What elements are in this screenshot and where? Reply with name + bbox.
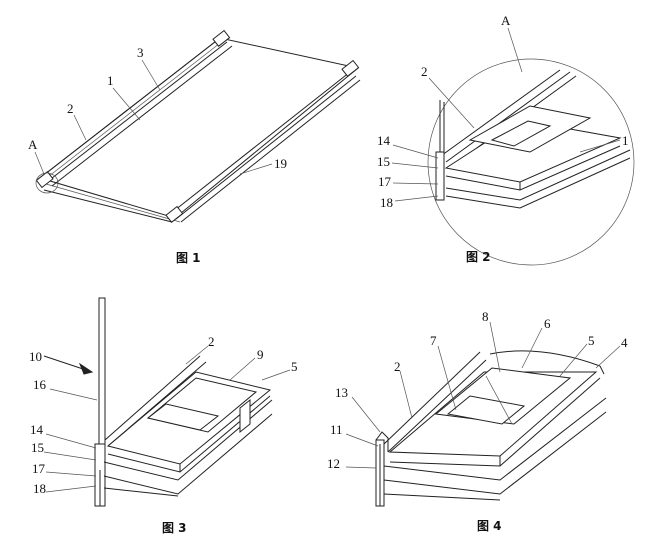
figure-caption: 图 1 bbox=[176, 251, 201, 265]
label-7: 7 bbox=[430, 333, 437, 348]
label-5: 5 bbox=[588, 333, 595, 348]
label-10: 10 bbox=[29, 349, 42, 364]
label-A: A bbox=[28, 137, 38, 152]
label-17: 17 bbox=[378, 174, 392, 189]
label-1: 1 bbox=[622, 133, 629, 148]
figure-caption: 图 4 bbox=[477, 519, 502, 533]
label-14: 14 bbox=[30, 422, 44, 437]
label-17: 17 bbox=[32, 461, 46, 476]
label-13: 13 bbox=[335, 385, 348, 400]
label-6: 6 bbox=[544, 316, 551, 331]
label-2: 2 bbox=[421, 64, 428, 79]
label-14: 14 bbox=[377, 133, 391, 148]
label-2: 2 bbox=[208, 334, 215, 349]
label-12: 12 bbox=[327, 456, 340, 471]
label-2: 2 bbox=[67, 101, 74, 116]
label-2: 2 bbox=[394, 359, 401, 374]
label-A: A bbox=[501, 13, 511, 28]
label-19: 19 bbox=[274, 156, 287, 171]
figure-caption: 图 3 bbox=[162, 521, 187, 535]
figure-3: 10 2 9 5 16 14 15 17 18 图 3 bbox=[29, 297, 298, 535]
label-1: 1 bbox=[107, 73, 114, 88]
label-11: 11 bbox=[330, 422, 343, 437]
figure-2: A 2 14 15 17 18 1 图 2 bbox=[377, 13, 635, 266]
figure-caption: 图 2 bbox=[466, 250, 491, 264]
label-15: 15 bbox=[377, 154, 390, 169]
label-16: 16 bbox=[33, 377, 47, 392]
figure-4: 8 6 7 5 4 2 13 11 12 图 4 bbox=[327, 309, 628, 533]
figure-1: 3 1 2 A 19 图 1 bbox=[28, 29, 361, 265]
label-15: 15 bbox=[31, 440, 44, 455]
label-9: 9 bbox=[257, 347, 264, 362]
label-8: 8 bbox=[482, 309, 489, 324]
label-3: 3 bbox=[137, 45, 144, 60]
label-5: 5 bbox=[291, 359, 298, 374]
label-18: 18 bbox=[380, 195, 393, 210]
label-18: 18 bbox=[33, 481, 46, 496]
label-4: 4 bbox=[621, 335, 628, 350]
